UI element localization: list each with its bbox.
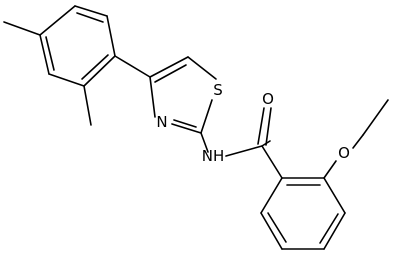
dimethylphenyl-ring: [39, 5, 116, 87]
bond: [267, 212, 287, 243]
carbonyl-double-bond-a: [257, 107, 265, 145]
bond: [81, 54, 109, 80]
bond: [323, 177, 346, 214]
bond: [200, 99, 213, 134]
bond: [83, 55, 116, 87]
ether-oxygen-label: O: [338, 144, 350, 162]
bond: [39, 34, 50, 75]
bond: [149, 76, 156, 118]
methyl-bond-ortho: [83, 85, 92, 126]
bond: [362, 99, 389, 136]
bond: [154, 64, 187, 83]
bond: [171, 123, 202, 134]
bond: [260, 177, 283, 214]
bond: [173, 119, 197, 128]
bond: [106, 15, 116, 57]
thiazole-nitrogen-label: N: [156, 113, 167, 131]
bond: [225, 145, 263, 157]
thiazole-ring: [149, 56, 217, 134]
methyl-bond-para: [3, 21, 41, 36]
amide-nh-label: NH: [202, 147, 225, 165]
bond: [260, 212, 283, 250]
bond: [352, 134, 364, 149]
bond: [76, 12, 104, 23]
bond: [74, 5, 108, 17]
carbonyl-double-bond-b: [265, 107, 272, 146]
bond: [114, 55, 151, 78]
bond: [48, 73, 85, 87]
carbonyl-oxygen-label: O: [262, 90, 274, 108]
ethoxyphenyl-ring: [260, 177, 346, 250]
bond: [319, 213, 339, 244]
bond: [323, 212, 346, 250]
sulfur-atom-label: S: [213, 81, 223, 99]
bond: [200, 132, 209, 153]
bond: [39, 5, 76, 36]
bond: [187, 56, 217, 80]
bond: [45, 36, 55, 71]
bond: [323, 160, 337, 179]
bond: [149, 56, 189, 78]
bond: [261, 145, 283, 179]
